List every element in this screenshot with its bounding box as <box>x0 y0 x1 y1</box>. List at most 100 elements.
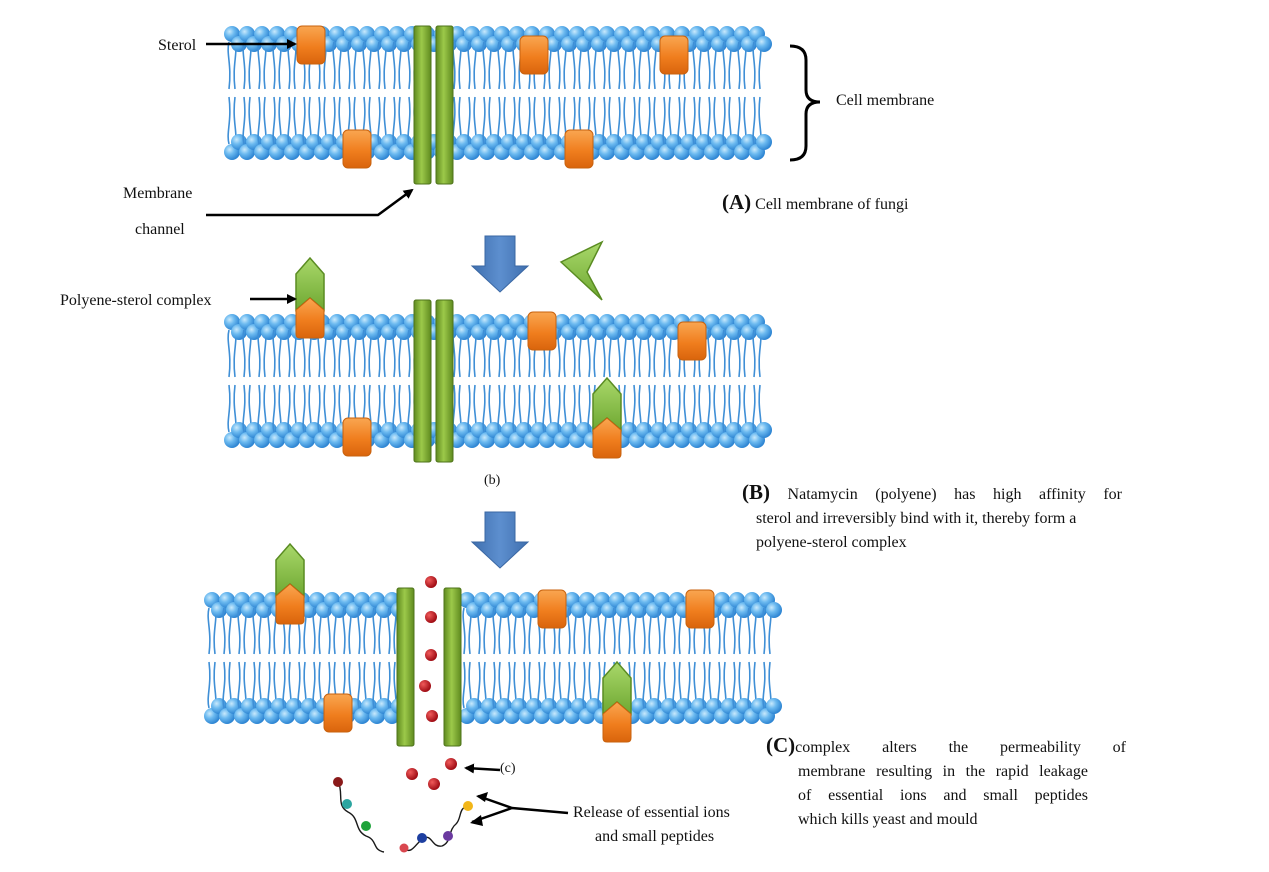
lipid-tail <box>222 661 226 709</box>
caption-a: (A) Cell membrane of fungi <box>722 190 1022 217</box>
lipid-tail <box>287 384 291 433</box>
lipid-tail <box>617 41 621 90</box>
lipid-tail <box>687 661 691 709</box>
lipid-tail <box>647 329 651 378</box>
lipid-tail <box>477 607 481 655</box>
lipid-tail <box>482 41 486 90</box>
ion <box>445 758 457 770</box>
sterol <box>659 35 689 75</box>
lipid-tail <box>512 41 516 90</box>
caption-b-line1: (B) Natamycin (polyene) has high affinit… <box>742 480 1122 507</box>
lipid-tail <box>557 41 561 90</box>
membrane-components <box>275 25 715 747</box>
peptide-chain-1 <box>337 779 385 853</box>
lipid-tail <box>647 384 651 433</box>
release-label-2: and small peptides <box>595 828 714 845</box>
lipid-tail <box>617 96 621 145</box>
membrane-channel-bar <box>435 299 454 463</box>
lipid-tail <box>692 384 696 433</box>
lipid-tail <box>572 41 576 90</box>
caption-a-text: Cell membrane of fungi <box>755 196 909 213</box>
peptide-residue <box>333 777 343 787</box>
lipid-tail <box>512 96 516 145</box>
caption-c-line1: (C)complex alters the permeability of <box>766 733 1126 760</box>
lipid-tail <box>522 661 526 709</box>
lipid-tail <box>662 384 666 433</box>
lipid-tail <box>557 329 561 378</box>
membrane-channel-bar <box>413 299 432 463</box>
caption-b-text-1: Natamycin (polyene) has high affinity fo… <box>787 486 1123 503</box>
lipid-tail <box>707 384 711 433</box>
membrane-channel-label-2: channel <box>135 221 185 238</box>
lipid-tail <box>522 607 526 655</box>
panel-c-label: (c) <box>500 761 516 776</box>
lipid-tail <box>542 384 546 433</box>
lipid-tail <box>342 607 346 655</box>
lipid-tail <box>317 96 321 145</box>
lipid-tail <box>312 661 316 709</box>
lipid-tail <box>497 384 501 433</box>
sterol <box>527 311 557 351</box>
caption-c: (C)complex alters the permeability of me… <box>766 733 1126 832</box>
lipid-tail <box>512 329 516 378</box>
lipid-tail <box>387 607 391 655</box>
leak-pointer-arrow <box>464 763 501 774</box>
membrane-channel-bar <box>413 25 432 185</box>
lipid-tail <box>587 384 591 433</box>
lipid-tail <box>702 661 706 709</box>
lipid-tail <box>462 661 466 709</box>
lipid-tail <box>752 96 756 145</box>
lipid-tail <box>602 96 606 145</box>
down-arrow-1 <box>470 235 530 293</box>
lipid-tail <box>452 96 456 145</box>
lipid-tail <box>227 96 231 145</box>
membrane-channel-pointer-arrow <box>206 188 414 217</box>
lipid-tail <box>692 41 696 90</box>
lipid-tail <box>302 96 306 145</box>
lipid-tail <box>632 329 636 378</box>
lipid-tail <box>722 41 726 90</box>
lipid-tail <box>377 329 381 378</box>
lipid-tail <box>572 329 576 378</box>
sterol <box>519 35 549 75</box>
lipid-tail <box>362 329 366 378</box>
lipid-tail <box>542 96 546 145</box>
lipid-tail <box>567 607 571 655</box>
caption-c-line3: of essential ions and small peptides <box>798 787 1088 804</box>
lipid-tail <box>407 384 411 433</box>
peptide-residue <box>443 831 453 841</box>
lipid-tail <box>482 384 486 433</box>
lipid-tail <box>387 661 391 709</box>
lipid-tail <box>662 96 666 145</box>
lipid-tail <box>597 607 601 655</box>
lipid-tail <box>617 329 621 378</box>
peptide-residue <box>399 843 409 853</box>
lipid-tail <box>557 384 561 433</box>
lipid-tail <box>317 384 321 433</box>
ion <box>419 680 431 692</box>
lipid-tail <box>632 384 636 433</box>
lipid-tail <box>467 96 471 145</box>
caption-a-letter: (A) <box>722 190 752 214</box>
lipid-tail <box>527 96 531 145</box>
lipid-tail <box>722 384 726 433</box>
lipid-tail <box>737 384 741 433</box>
lipid-tail <box>357 607 361 655</box>
lipid-head <box>766 698 782 714</box>
lipid-tail <box>482 96 486 145</box>
lipid-tail <box>497 329 501 378</box>
panel-b-label: (b) <box>484 473 501 488</box>
lipid-tail <box>332 329 336 378</box>
lipid-tail <box>332 41 336 90</box>
lipid-tail <box>407 41 411 90</box>
caption-c-letter: (C) <box>766 733 796 757</box>
lipid-tail <box>267 607 271 655</box>
lipid-tail <box>572 384 576 433</box>
lipid-tail <box>452 329 456 378</box>
lipid-tail <box>267 661 271 709</box>
lipid-tail <box>452 41 456 90</box>
lipid-tail <box>752 384 756 433</box>
sterol <box>342 417 372 457</box>
lipid-tail <box>737 96 741 145</box>
lipid-tail <box>527 384 531 433</box>
